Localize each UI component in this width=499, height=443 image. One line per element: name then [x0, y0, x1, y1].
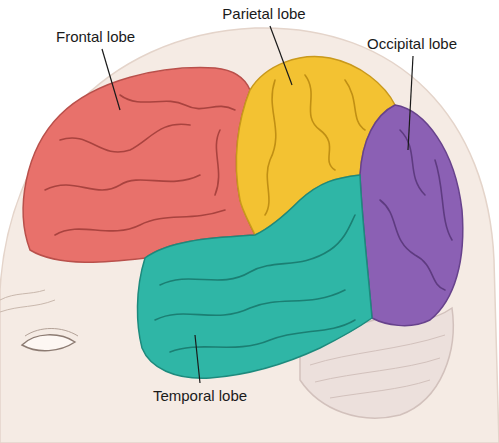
- frontal-lobe: [23, 68, 255, 263]
- lobe-label: Temporal lobe: [153, 387, 247, 405]
- temporal-lobe: [137, 175, 372, 378]
- eye: [22, 335, 75, 351]
- temporal-gyri: [155, 215, 355, 352]
- cerebellum-folds: [310, 335, 445, 398]
- parietal-gyri: [265, 75, 365, 215]
- leader-line: [102, 49, 120, 110]
- leader-line: [408, 56, 413, 150]
- eyelid: [25, 329, 78, 337]
- leader-lines: [102, 26, 413, 383]
- occipital-lobe: [360, 105, 463, 326]
- frontal-gyri: [45, 95, 235, 235]
- head-silhouette: [0, 28, 499, 443]
- lobe-label: Frontal lobe: [56, 28, 135, 46]
- hair-line: [0, 290, 55, 312]
- lobe-label: Occipital lobe: [367, 35, 457, 53]
- leader-line: [195, 335, 200, 383]
- lobe-label: Parietal lobe: [222, 5, 305, 23]
- occipital-gyri: [380, 130, 452, 290]
- leader-line: [270, 26, 292, 85]
